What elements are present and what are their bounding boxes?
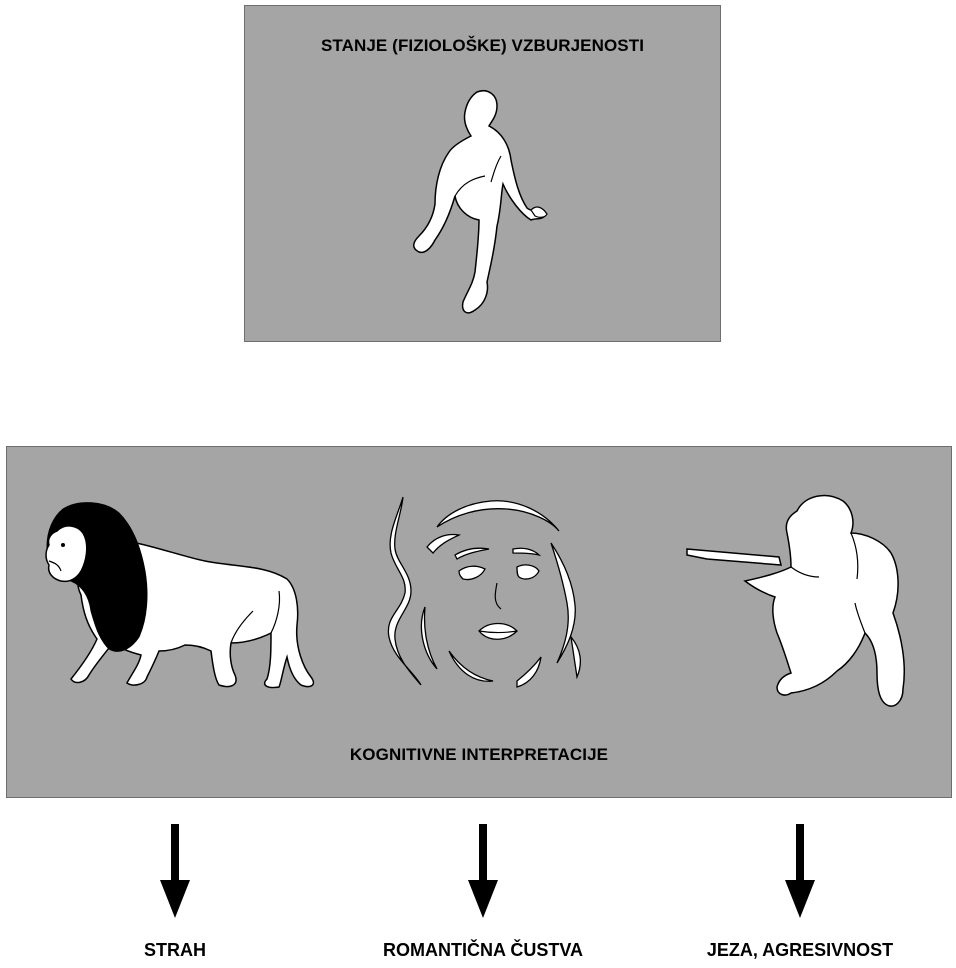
crouching-person-icon xyxy=(405,86,565,326)
emotion-label-romantic: ROMANTIČNA ČUSTVA xyxy=(343,940,623,961)
woman-face-icon xyxy=(367,487,607,707)
interpretations-title: KOGNITIVNE INTERPRETACIJE xyxy=(7,745,951,765)
arrow-down-icon xyxy=(785,824,815,920)
arousal-panel: STANJE (FIZIOLOŠKE) VZBURJENOSTI xyxy=(244,5,721,342)
emotion-label-anger: JEZA, AGRESIVNOST xyxy=(670,940,930,961)
soldier-icon xyxy=(687,487,917,717)
arousal-title: STANJE (FIZIOLOŠKE) VZBURJENOSTI xyxy=(245,36,720,56)
interpretations-panel: KOGNITIVNE INTERPRETACIJE xyxy=(6,446,952,798)
arrow-down-icon xyxy=(468,824,498,920)
emotion-label-fear: STRAH xyxy=(105,940,245,961)
lion-icon xyxy=(35,499,325,694)
arrow-down-icon xyxy=(160,824,190,920)
